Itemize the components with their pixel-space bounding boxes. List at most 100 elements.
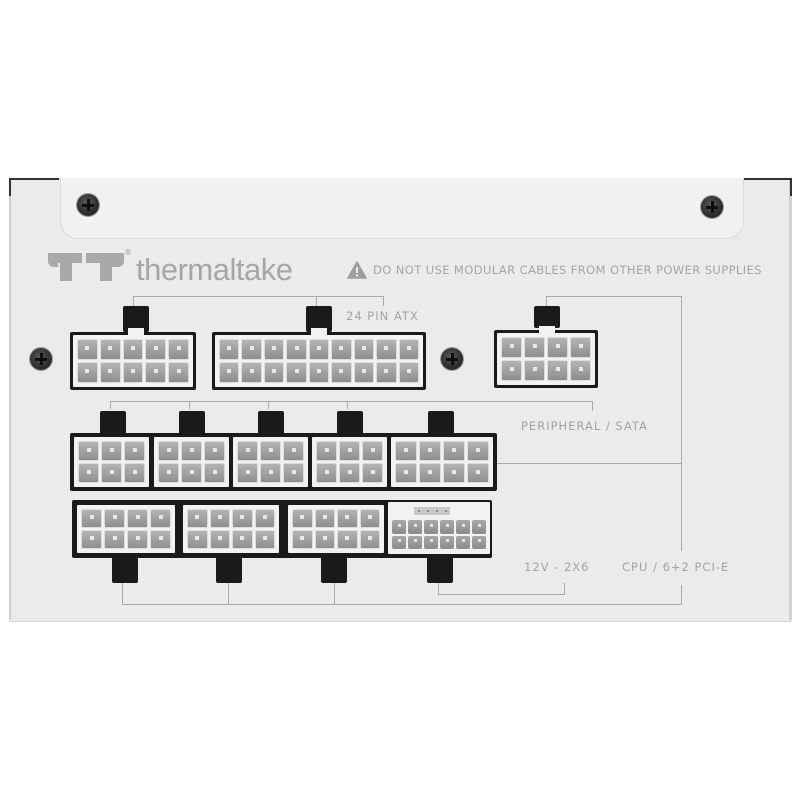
pin bbox=[101, 463, 122, 483]
pin bbox=[308, 339, 330, 360]
pin bbox=[286, 339, 307, 360]
pin bbox=[524, 337, 545, 358]
pin bbox=[78, 441, 99, 461]
pin bbox=[81, 509, 102, 528]
pin bbox=[283, 463, 304, 483]
pin bbox=[424, 520, 438, 534]
pin bbox=[316, 463, 337, 483]
cpu-pcie-8pin-1-socket[interactable] bbox=[74, 502, 178, 556]
pin bbox=[181, 463, 202, 483]
pin bbox=[524, 360, 545, 381]
atx-guide-line bbox=[133, 296, 134, 306]
connector-latch bbox=[112, 556, 138, 583]
panel-corner-top-left-v bbox=[9, 178, 11, 196]
atx-18pin-socket[interactable] bbox=[212, 332, 426, 390]
pin bbox=[395, 441, 417, 461]
pin bbox=[456, 535, 470, 549]
12v-2x6-socket[interactable] bbox=[388, 502, 490, 554]
screw-icon bbox=[441, 348, 463, 370]
pin bbox=[316, 441, 337, 461]
warning-notice: DO NOT USE MODULAR CABLES FROM OTHER POW… bbox=[347, 261, 762, 279]
pin bbox=[104, 509, 125, 528]
cpu-guide-line bbox=[681, 296, 682, 551]
panel-right-edge bbox=[789, 180, 791, 620]
cpu-pcie-8pin-3-socket[interactable] bbox=[285, 502, 387, 556]
peripheral-guide-line bbox=[592, 401, 593, 411]
pin bbox=[424, 535, 438, 549]
pin bbox=[260, 441, 281, 461]
pin bbox=[570, 360, 591, 381]
peripheral-6pin-1-socket[interactable] bbox=[71, 434, 152, 490]
peripheral-6pin-3-socket[interactable] bbox=[230, 434, 311, 490]
pin bbox=[101, 441, 122, 461]
panel-corner-top-right bbox=[742, 178, 792, 180]
latch-notch bbox=[539, 326, 555, 334]
pin bbox=[219, 339, 240, 360]
pin bbox=[314, 530, 335, 549]
pin bbox=[408, 520, 422, 534]
pin bbox=[187, 509, 208, 528]
pin bbox=[570, 337, 591, 358]
pin bbox=[443, 441, 465, 461]
pin bbox=[254, 509, 275, 528]
cpu-guide-line bbox=[122, 583, 123, 605]
peripheral-guide-line bbox=[110, 401, 593, 402]
cpu-pcie-8pin-row2-socket[interactable] bbox=[388, 434, 496, 490]
peripheral-guide-line bbox=[110, 401, 111, 409]
pin bbox=[145, 362, 167, 383]
peripheral-6pin-2-socket[interactable] bbox=[151, 434, 232, 490]
connector-latch bbox=[428, 411, 454, 435]
pin bbox=[472, 535, 486, 549]
cpu-guide-line bbox=[546, 296, 682, 297]
atx-guide-line bbox=[383, 296, 384, 306]
pin bbox=[204, 441, 225, 461]
pin bbox=[168, 362, 189, 383]
connector-latch bbox=[179, 411, 205, 435]
12v-guide-line bbox=[564, 583, 565, 595]
pin bbox=[456, 520, 470, 534]
pin bbox=[547, 360, 568, 381]
cpu-pcie-8pin-2-socket[interactable] bbox=[180, 502, 282, 556]
pin bbox=[292, 509, 313, 528]
pin bbox=[398, 362, 419, 383]
pin bbox=[127, 530, 148, 549]
pin bbox=[376, 339, 397, 360]
pin bbox=[77, 339, 98, 360]
pin bbox=[99, 339, 121, 360]
pin bbox=[353, 362, 375, 383]
pin bbox=[419, 441, 441, 461]
brand-wordmark: thermaltake bbox=[136, 252, 293, 287]
pin bbox=[158, 441, 179, 461]
pin bbox=[158, 463, 179, 483]
pin bbox=[260, 463, 281, 483]
latch-notch bbox=[311, 328, 327, 336]
connector-latch bbox=[337, 411, 363, 435]
panel-corner-top-right-v bbox=[790, 178, 792, 196]
pin bbox=[77, 362, 98, 383]
peripheral-guide-line bbox=[268, 401, 269, 409]
cpu-guide-line bbox=[122, 604, 682, 605]
pin bbox=[337, 530, 358, 549]
peripheral-guide-line bbox=[189, 401, 190, 409]
pin bbox=[263, 362, 285, 383]
panel-corner-top-left bbox=[9, 178, 59, 180]
atx-10pin-socket[interactable] bbox=[70, 332, 196, 390]
pin bbox=[263, 339, 285, 360]
pin bbox=[440, 535, 454, 549]
pin bbox=[467, 463, 489, 483]
pin bbox=[237, 463, 258, 483]
pin bbox=[209, 530, 230, 549]
pin bbox=[392, 520, 406, 534]
peripheral-6pin-4-socket[interactable] bbox=[309, 434, 390, 490]
pin bbox=[362, 441, 383, 461]
connector-latch bbox=[306, 306, 332, 332]
connector-latch bbox=[321, 556, 347, 583]
cpu-8pin-top-socket[interactable] bbox=[494, 330, 598, 388]
screw-icon bbox=[30, 348, 52, 370]
pin bbox=[241, 339, 262, 360]
pin bbox=[81, 530, 102, 549]
pin bbox=[308, 362, 330, 383]
12v-guide-line bbox=[438, 583, 439, 595]
pin bbox=[181, 441, 202, 461]
sense-pin-strip bbox=[414, 507, 450, 515]
